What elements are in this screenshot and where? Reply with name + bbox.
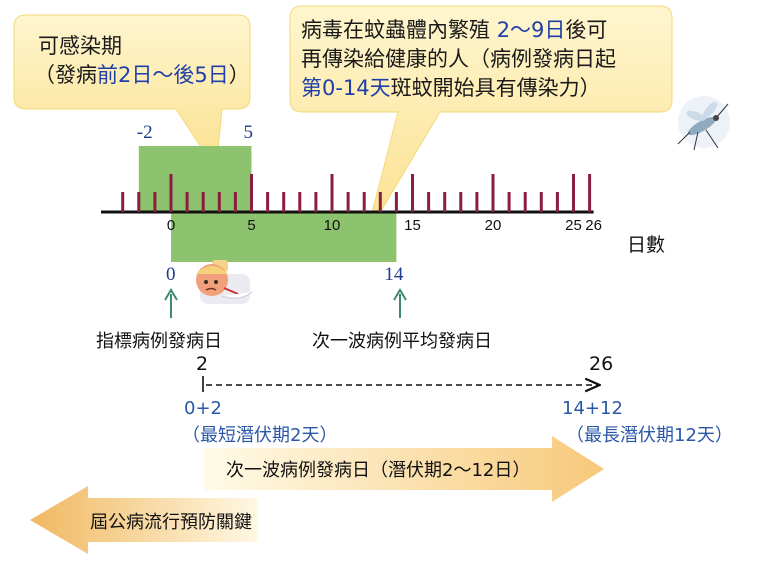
mosquito-end-label: 14	[384, 264, 404, 285]
index-case-arrow	[164, 288, 178, 318]
infectious-period-text: 可感染期 （發病前2日～後5日）	[34, 32, 250, 90]
mosquito-window-box	[171, 212, 397, 262]
next-wave-arrow	[393, 288, 407, 318]
mosquito-incubation-text: 病毒在蚊蟲體內繁殖 2～9日後可 再傳染給健康的人（病例發病日起 第0-14天斑…	[301, 16, 616, 103]
mosquito-text-line2: 再傳染給健康的人（病例發病日起	[301, 47, 616, 71]
infectious-range-open: （發病	[34, 63, 97, 87]
mosquito-start-label: 0	[166, 264, 176, 285]
tick-label: 10	[323, 217, 341, 234]
next-wave-label: 次一波病例平均發病日	[312, 331, 492, 352]
mosquito-text-line3: 第0-14天斑蚊開始具有傳染力）	[301, 74, 616, 103]
index-case-label: 指標病例發病日	[96, 331, 222, 352]
infectious-period-title: 可感染期	[38, 34, 122, 58]
infectious-range-days: 前2日～後5日	[97, 63, 229, 87]
tick-label: 5	[247, 217, 256, 234]
min-incubation-formula: 0+2	[184, 398, 222, 419]
tick-label: 20	[484, 217, 502, 234]
next-wave-arrow-label: 次一波病例發病日（潛伏期2～12日）	[226, 460, 531, 481]
mosquito-text-line1-pre: 病毒在蚊蟲體內繁殖	[301, 18, 490, 42]
mosquito-text-line1-post: 後可	[565, 18, 608, 42]
tick-label: 0	[166, 217, 176, 234]
days-unit-label: 日數	[627, 234, 666, 256]
mosquito-extrinsic-days: 2～9日	[496, 18, 566, 42]
sick-patient-icon	[196, 260, 253, 304]
mosquito-icon	[677, 96, 730, 151]
timeline-ticks	[121, 174, 592, 212]
tick-label: 15	[404, 217, 421, 234]
mosquito-infective-days: 第0-14天	[301, 76, 391, 100]
prevention-block-arrow	[30, 486, 258, 554]
max-incubation-formula: 14+12	[562, 398, 623, 419]
infectious-start-label: -2	[136, 122, 153, 143]
infectious-period-range: （發病前2日～後5日）	[34, 61, 250, 90]
range-end-label: 26	[589, 353, 614, 375]
next-wave-block-arrow	[204, 436, 604, 502]
speech-bubble-left	[13, 14, 251, 172]
infectious-end-label: 5	[243, 122, 254, 143]
mosquito-text-line3-post: 斑蚊開始具有傳染力）	[390, 76, 601, 100]
tick-label: 25	[565, 217, 582, 234]
prevention-arrow-label: 屆公病流行預防關鍵	[90, 512, 252, 533]
infectious-window-box	[138, 146, 252, 212]
range-start-label: 2	[196, 353, 209, 375]
mosquito-text-line1: 病毒在蚊蟲體內繁殖 2～9日後可	[301, 16, 616, 45]
incubation-range-line	[202, 376, 598, 392]
speech-bubble-right	[289, 5, 673, 237]
max-incubation-note: （最長潛伏期12天）	[566, 425, 733, 446]
min-incubation-note: （最短潛伏期2天）	[182, 425, 338, 446]
infectious-range-close: ）	[228, 63, 250, 87]
tick-label: 26	[585, 217, 602, 234]
